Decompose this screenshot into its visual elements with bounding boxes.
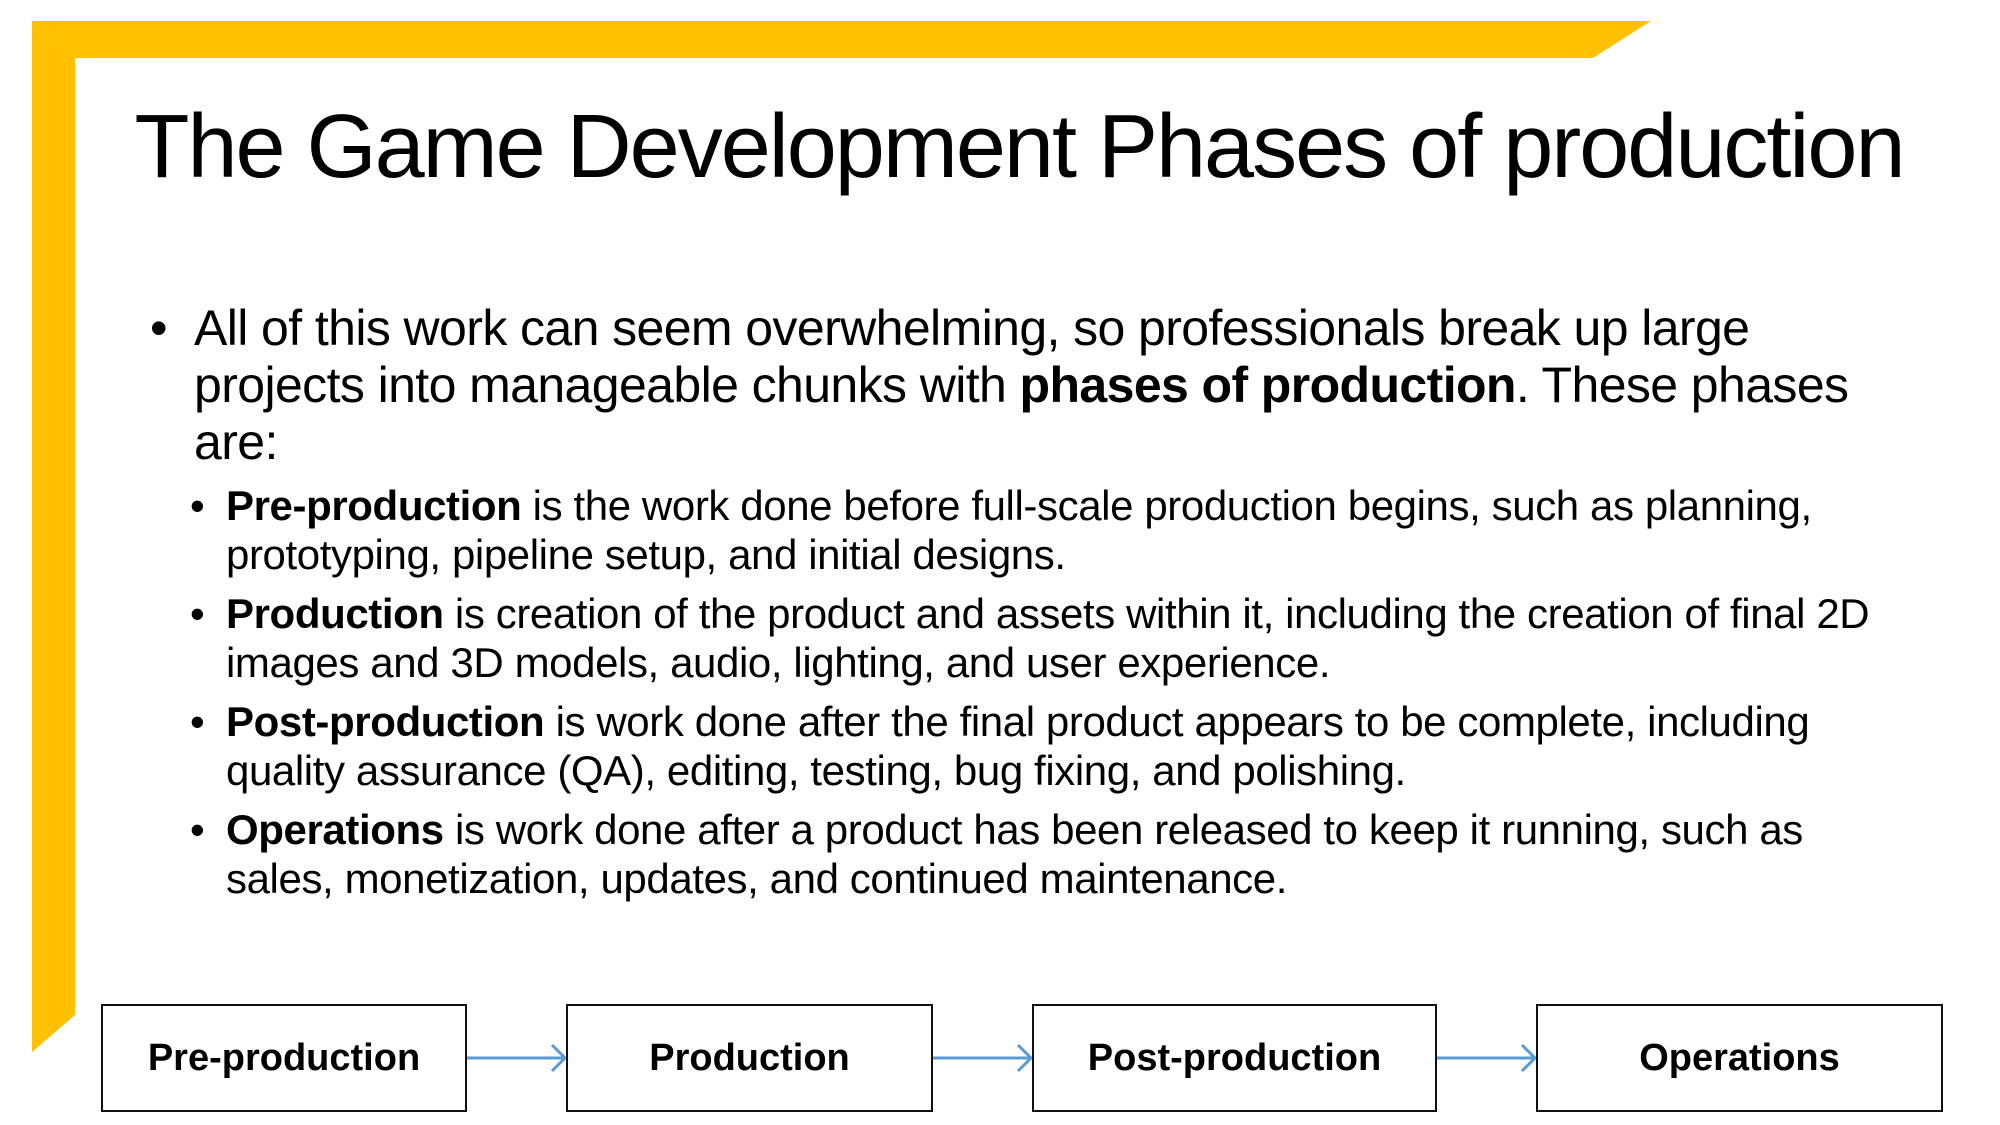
bullet-icon: • [190,698,205,745]
phase-description: is the work done before full-scale produ… [226,482,1812,578]
phase-item-production: • Production is creation of the product … [190,589,1910,687]
flow-step-production: Production [566,1004,933,1112]
phase-item-post-production: • Post-production is work done after the… [190,697,1910,795]
intro-bold-term: phases of production [1019,357,1517,413]
phase-term: Production [226,590,444,637]
flow-step-post-production: Post-production [1032,1004,1437,1112]
arrow-right-icon [933,1043,1034,1073]
phase-description: is work done after the final product app… [226,698,1810,794]
phase-term: Pre-production [226,482,522,529]
slide-body: • All of this work can seem overwhelming… [150,300,1910,913]
phase-term: Post-production [226,698,545,745]
intro-text: All of this work can seem overwhelming, … [194,300,1750,413]
accent-left-bar [32,21,75,1052]
bullet-icon: • [190,806,205,853]
bullet-icon: • [190,482,205,529]
flow-step-pre-production: Pre-production [101,1004,467,1112]
phase-term: Operations [226,806,444,853]
slide-title: The Game Development Phases of productio… [134,97,1905,197]
arrow-right-icon [1437,1043,1538,1073]
phase-list: • Pre-production is the work done before… [150,481,1910,903]
flow-step-operations: Operations [1536,1004,1943,1112]
phase-item-pre-production: • Pre-production is the work done before… [190,481,1910,579]
bullet-icon: • [190,590,205,637]
bullet-icon: • [150,300,168,356]
accent-top-bar [32,21,1651,58]
intro-bullet: • All of this work can seem overwhelming… [150,300,1910,471]
intro-text-end: . These phases are: [194,357,1849,470]
phase-description: is creation of the product and assets wi… [226,590,1870,686]
phase-description: is work done after a product has been re… [226,806,1803,902]
arrow-right-icon [467,1043,568,1073]
phase-item-operations: • Operations is work done after a produc… [190,805,1910,903]
